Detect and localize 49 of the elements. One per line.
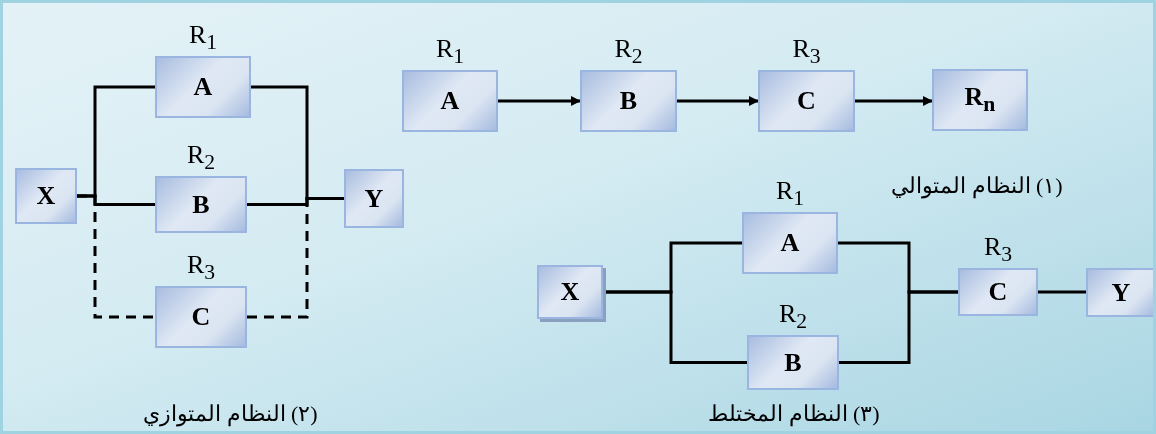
resistance-label: R$_{3}$ xyxy=(982,232,1014,269)
component-box xyxy=(537,265,603,319)
resistance-label: R$_{2}$ xyxy=(613,34,644,71)
box-label: B xyxy=(619,86,638,116)
component-box xyxy=(155,56,251,118)
connector-line xyxy=(247,197,344,319)
resistance-label: R$_{2}$ xyxy=(777,299,809,336)
box-label: X xyxy=(560,277,580,307)
component-box xyxy=(932,69,1028,131)
component-box xyxy=(1086,268,1153,317)
connector-line xyxy=(77,194,155,319)
box-label: B xyxy=(192,189,210,220)
resistance-label: R$_{1}$ xyxy=(774,176,806,213)
box-label: Y xyxy=(364,183,384,214)
component-box xyxy=(758,70,855,132)
component-box xyxy=(155,286,247,348)
box-label: R$_{n}$ xyxy=(964,82,996,118)
resistance-label: R$_{2}$ xyxy=(185,140,217,177)
box-label: X xyxy=(36,181,56,211)
box-label: A xyxy=(440,86,460,116)
component-box xyxy=(402,70,498,132)
component-box xyxy=(155,176,247,233)
connector-line xyxy=(247,197,344,206)
resistance-label: R$_{1}$ xyxy=(434,34,466,71)
caption: (١) النظام المتوالي xyxy=(891,173,1063,199)
component-box xyxy=(580,70,677,132)
component-box xyxy=(742,212,838,274)
arrow xyxy=(498,96,581,106)
component-box xyxy=(958,268,1038,316)
box-label: C xyxy=(988,277,1008,307)
arrow xyxy=(855,96,933,106)
component-box xyxy=(344,169,404,228)
box-label: A xyxy=(780,228,800,258)
box-label: C xyxy=(191,302,211,332)
arrow xyxy=(677,96,759,106)
caption: (٢) النظام المتوازي xyxy=(143,401,318,427)
box-label: C xyxy=(797,86,816,116)
caption: (٣) النظام المختلط xyxy=(708,401,880,427)
component-box xyxy=(15,168,77,224)
connector-line xyxy=(839,290,958,364)
connector-line xyxy=(603,290,747,364)
connector-line xyxy=(1038,290,1086,294)
resistance-label: R$_{3}$ xyxy=(791,34,822,71)
resistance-label: R$_{3}$ xyxy=(185,250,217,287)
box-label: Y xyxy=(1111,277,1131,308)
resistance-label: R$_{1}$ xyxy=(187,20,219,57)
component-box xyxy=(747,335,839,390)
box-label: B xyxy=(784,347,802,378)
box-label: A xyxy=(193,72,213,102)
